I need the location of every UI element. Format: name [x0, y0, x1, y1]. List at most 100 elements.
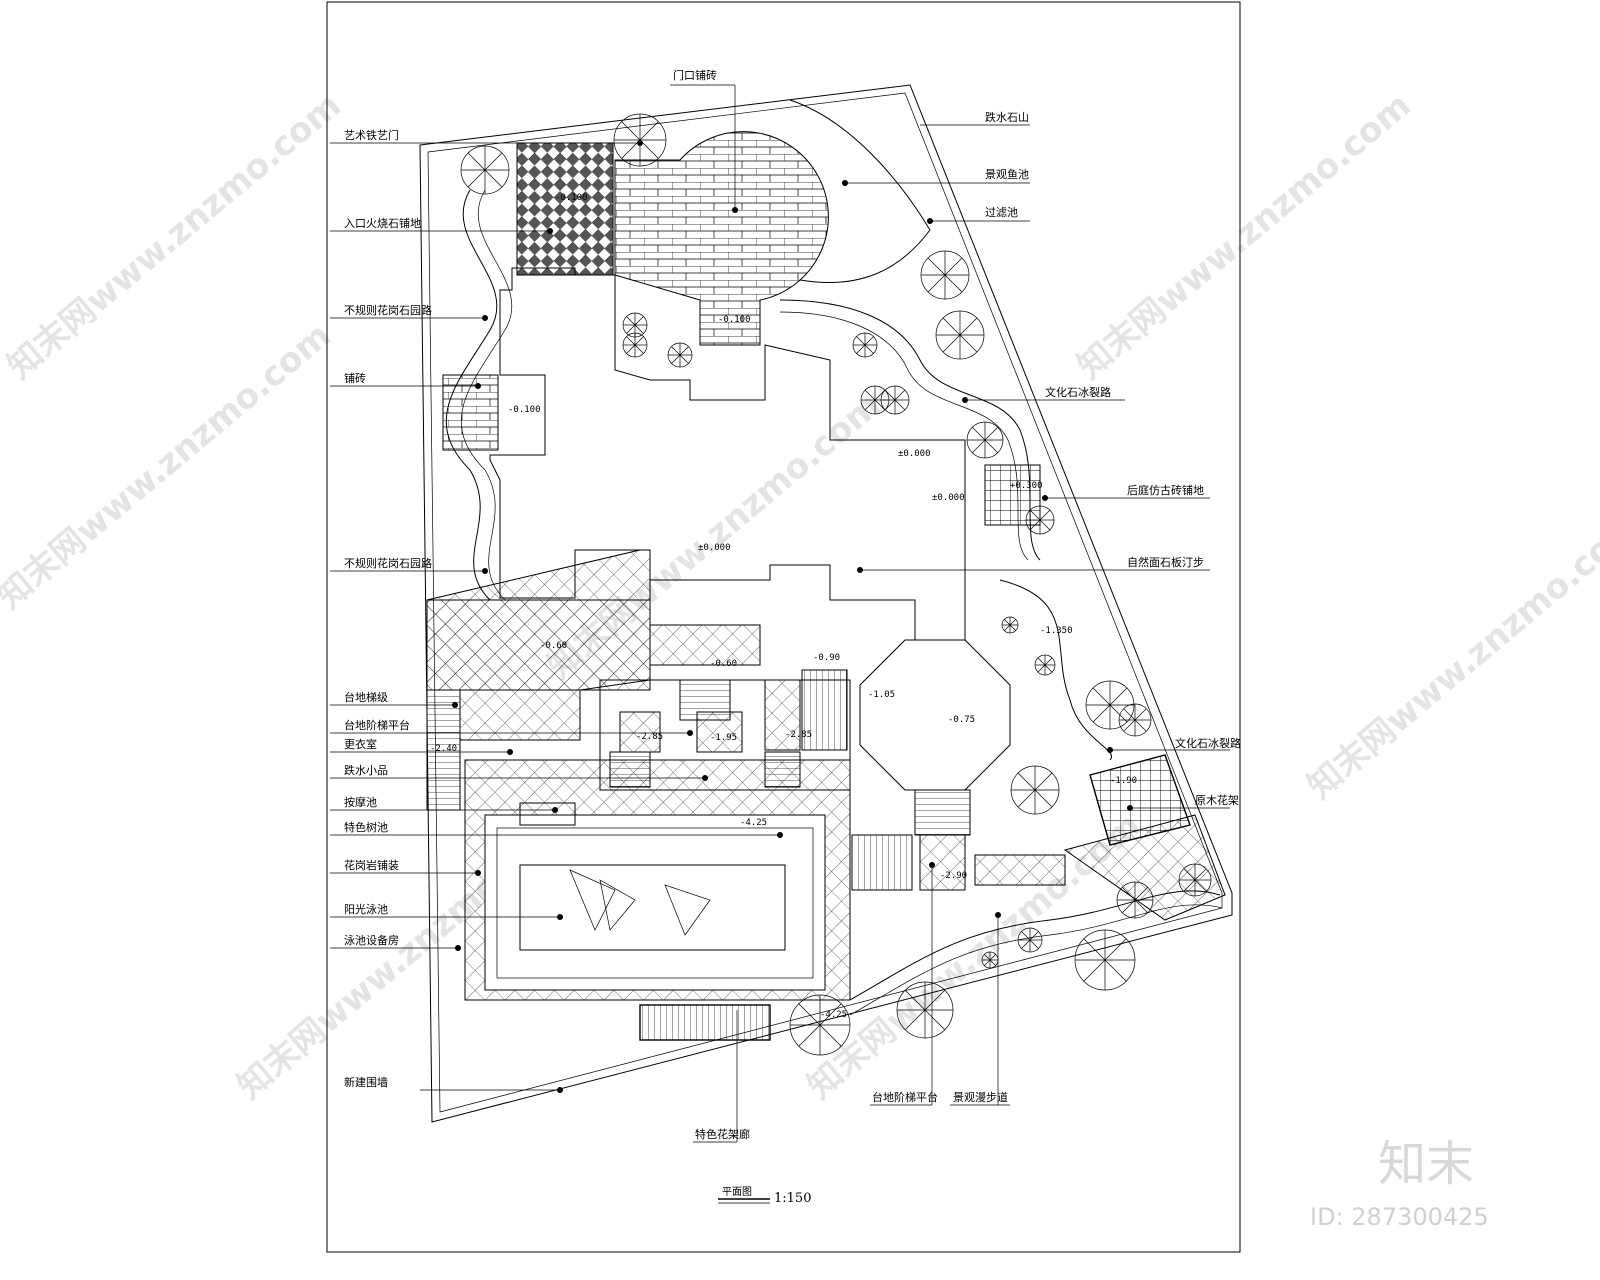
tree-icon: [667, 342, 693, 368]
back-patio-antique-brick: [984, 464, 1041, 526]
label-brick-paving: 铺砖: [344, 371, 366, 385]
elevation: -4.25: [740, 818, 767, 828]
label-terrace-platform-2: 台地阶梯平台: [872, 1090, 938, 1104]
leader-dot: [702, 775, 708, 781]
drawing-scale: 1:150: [774, 1191, 811, 1206]
label-antique-brick-patio: 后庭仿古砖铺地: [1127, 483, 1204, 497]
leader-dot: [927, 218, 933, 224]
label-entrance-flamed-stone: 入口火烧石铺地: [344, 217, 421, 230]
leader-dot: [452, 702, 458, 708]
label-filter-pond: 过滤池: [985, 206, 1018, 219]
property-boundary: [419, 84, 1233, 1123]
drawing-title: 平面图: [722, 1186, 752, 1198]
tree-icon: [1178, 863, 1212, 897]
label-terrace-platform: 台地阶梯平台: [344, 718, 410, 732]
tree-icon: [622, 332, 648, 358]
leader-dot: [547, 228, 553, 234]
leader-dot: [482, 568, 488, 574]
label-art-iron-gate: 艺术铁艺门: [344, 128, 399, 142]
tree-icon: [966, 421, 1004, 459]
tree-icon: [1118, 703, 1152, 737]
label-landscape-walkway: 景观漫步道: [953, 1090, 1008, 1104]
leader-dot: [557, 914, 563, 920]
octagon-pavilion: [859, 639, 1011, 791]
label-granite-path: 不规则花岗石园路: [344, 303, 432, 317]
leader-dot: [552, 807, 558, 813]
tree-icon: [935, 310, 985, 360]
leader-dot: [557, 1087, 563, 1093]
sunshine-pool: [464, 759, 851, 1001]
drawing-title-block: 平面图 1:150: [718, 1186, 811, 1206]
label-ice-crack-path-2: 文化石冰裂路: [1175, 736, 1241, 750]
leader-dot: [929, 862, 935, 868]
tree-icon: [1017, 927, 1043, 953]
elevation: -2.85: [785, 730, 812, 740]
tree-icon: [1034, 654, 1056, 676]
tree-icon: [981, 951, 999, 969]
label-spa-pool: 按摩池: [344, 795, 377, 809]
leader-dot: [732, 207, 738, 213]
label-terrace-steps: 台地梯级: [344, 690, 388, 704]
elevation: -1.95: [710, 733, 737, 743]
spa-pool: [519, 802, 576, 826]
tree-icon: [1074, 929, 1136, 991]
elevation: +0.300: [1010, 481, 1043, 491]
tree-icon: [880, 385, 910, 415]
label-pool-equipment-room: 泳池设备房: [344, 933, 399, 947]
brick-plaza: [614, 131, 829, 346]
tree-icon: [920, 250, 970, 300]
brick-paving-area: [442, 374, 499, 451]
elevation: -0.75: [948, 715, 975, 725]
tree-icon: [1010, 765, 1060, 815]
fish-mosaic: [569, 869, 711, 936]
leader-dot: [482, 315, 488, 321]
label-feature-pergola-corridor: 特色花架廊: [695, 1127, 750, 1141]
south-east-path: [999, 579, 1113, 761]
tree-icon: [1025, 505, 1055, 535]
leader-dot: [475, 870, 481, 876]
label-entrance-brick: 门口铺砖: [673, 68, 717, 82]
image-id-text: ID: 287300425: [1310, 1203, 1489, 1231]
leader-dot: [995, 912, 1001, 918]
elevation: -0.90: [813, 653, 840, 663]
leader-dot: [857, 567, 863, 573]
leader-lines: [330, 84, 1230, 1143]
label-new-wall: 新建围墙: [344, 1075, 388, 1089]
tree-icon: [1085, 680, 1135, 730]
elevation-marks: -0.100 -0.100 -0.100 ±0.000 ±0.000 ±0.00…: [430, 193, 1137, 1020]
entrance-paving: [516, 142, 614, 276]
label-tree-pool: 特色树池: [344, 820, 388, 834]
elevation: ±0.000: [932, 493, 965, 503]
house-footprint: [489, 267, 966, 641]
landscape-walkway: [849, 890, 1221, 1001]
sheet-frame: [326, 1, 1241, 1253]
elevation: ±0.000: [898, 449, 931, 459]
brand-logo-text: 知末: [1378, 1136, 1474, 1192]
label-granite-path-2: 不规则花岗石园路: [344, 556, 432, 570]
elevation: ±0.000: [698, 543, 731, 553]
elevation: -0.60: [540, 641, 567, 651]
leader-dot: [962, 397, 968, 403]
watermark-text: 知末网www.znzmo.com: [1070, 85, 1419, 387]
tree-icon: [852, 332, 878, 358]
elevation: -0.60: [710, 659, 737, 669]
tree-icon: [1116, 881, 1154, 919]
left-callouts: 艺术铁艺门 入口火烧石铺地 不规则花岗石园路 铺砖 不规则花岗石园路 台地梯级 …: [344, 128, 432, 1089]
leader-dot: [777, 832, 783, 838]
elevation: -2.90: [940, 871, 967, 881]
tree-icon: [1001, 616, 1019, 634]
leader-dot: [637, 140, 643, 146]
elevation: -0.100: [555, 193, 588, 203]
elevation: -0.100: [718, 315, 751, 325]
tree-icon: [460, 145, 510, 195]
tree-layer: [460, 113, 1212, 1056]
label-changing-room: 更衣室: [344, 737, 377, 751]
elevation: -1.90: [1110, 776, 1137, 786]
elevation: -1.350: [1040, 626, 1073, 636]
label-water-feature: 跌水小品: [344, 763, 388, 777]
elevation: -1.05: [868, 690, 895, 700]
leader-dot: [687, 730, 693, 736]
leader-dot: [1042, 495, 1048, 501]
watermark-text: 知末网www.znzmo.com: [1300, 505, 1600, 807]
label-stepping-stones: 自然面石板汀步: [1127, 555, 1204, 569]
